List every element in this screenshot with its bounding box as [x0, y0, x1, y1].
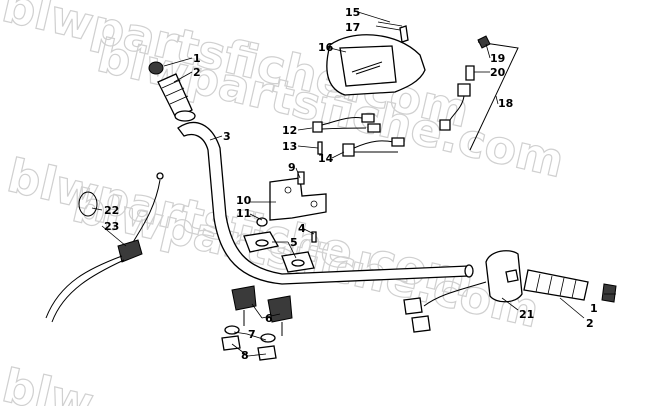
left-grip [148, 61, 196, 122]
callout-numbers: 1 2 3 4 5 6 7 8 9 10 11 12 13 14 15 16 1… [104, 6, 598, 362]
callout-15: 15 [345, 6, 360, 19]
watermark-line-5: blw [0, 358, 99, 406]
callout-3: 3 [223, 130, 231, 143]
callout-17: 17 [345, 21, 360, 34]
callout-1-left: 1 [193, 52, 201, 65]
handlebar-clamps [243, 231, 317, 273]
callout-23: 23 [104, 220, 119, 233]
instrument-pod [326, 21, 426, 96]
callout-5: 5 [290, 236, 298, 249]
switch-harness [439, 35, 519, 151]
callout-12: 12 [282, 124, 297, 137]
callout-1-right: 1 [590, 302, 598, 315]
throttle-cable [45, 172, 164, 323]
callout-2-right: 2 [586, 317, 594, 330]
mounting-bracket [256, 171, 327, 227]
leader-lines [91, 11, 616, 357]
callout-7: 7 [248, 328, 256, 341]
handlebar [177, 121, 474, 285]
callout-2-left: 2 [193, 66, 201, 79]
callout-4: 4 [298, 222, 306, 235]
callout-19: 19 [490, 52, 505, 65]
callout-9: 9 [288, 161, 296, 174]
right-grip [523, 269, 617, 303]
callout-13: 13 [282, 140, 297, 153]
callout-21: 21 [519, 308, 534, 321]
callout-11: 11 [236, 207, 251, 220]
callout-14: 14 [318, 152, 334, 165]
callout-20: 20 [490, 66, 506, 79]
wire-connectors [312, 113, 405, 157]
right-switch-housing [403, 250, 523, 333]
callout-8: 8 [241, 349, 249, 362]
callout-10: 10 [236, 194, 252, 207]
handlebar-risers [221, 285, 293, 361]
callout-18: 18 [498, 97, 513, 110]
callout-6: 6 [265, 312, 273, 325]
callout-16: 16 [318, 41, 334, 54]
callout-22: 22 [104, 204, 119, 217]
